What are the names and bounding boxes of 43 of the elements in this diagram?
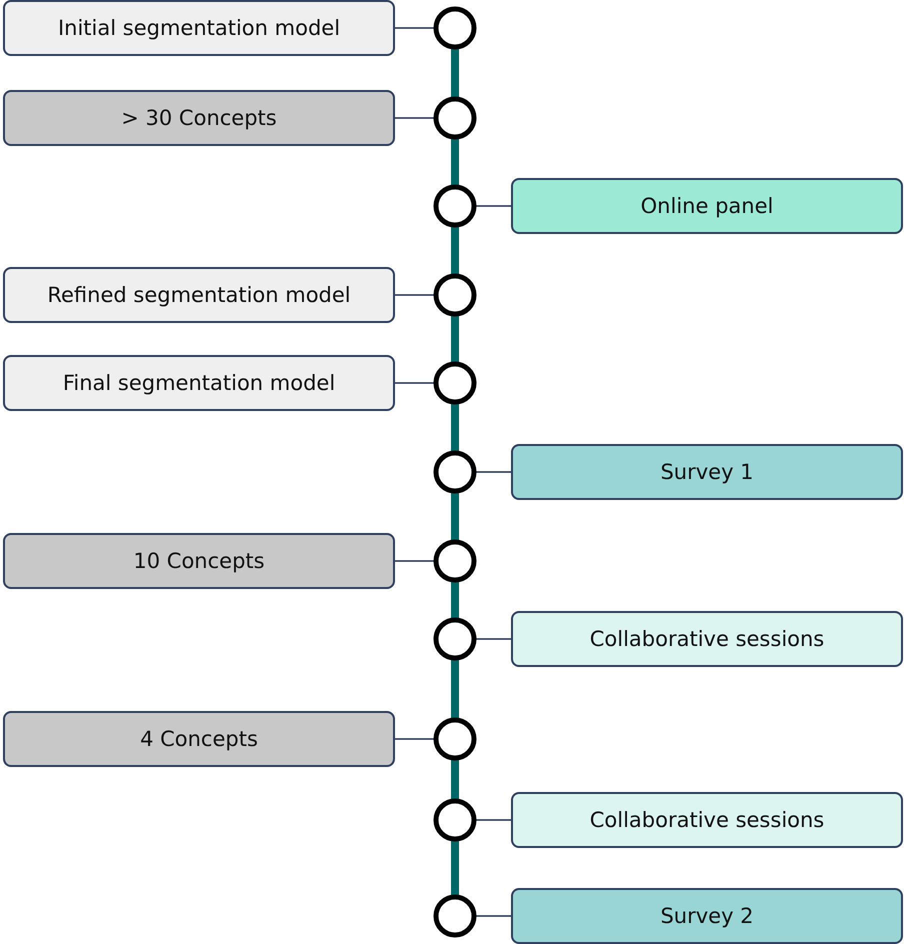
stage-box: Collaborative sessions: [511, 611, 903, 667]
timeline-circle: [433, 617, 477, 661]
stage-box: Survey 1: [511, 444, 903, 500]
timeline-circle: [433, 96, 477, 140]
timeline-circle: [433, 450, 477, 494]
stage-box: Online panel: [511, 178, 903, 234]
timeline-line: [451, 581, 459, 619]
timeline-line: [451, 492, 459, 541]
stage-box: Final segmentation model: [3, 355, 395, 411]
timeline-circle: [433, 361, 477, 405]
stage-box: Refined segmentation model: [3, 267, 395, 323]
timeline-line: [451, 659, 459, 719]
timeline-line: [451, 138, 459, 186]
timeline-line: [451, 315, 459, 363]
connector-line: [475, 471, 511, 473]
timeline-line: [451, 759, 459, 800]
connector-line: [395, 560, 435, 562]
connector-line: [395, 294, 435, 296]
stage-box: > 30 Concepts: [3, 90, 395, 146]
connector-line: [395, 382, 435, 384]
timeline-circle: [433, 184, 477, 228]
connector-line: [475, 819, 511, 821]
timeline-line: [451, 403, 459, 452]
connector-line: [395, 27, 435, 29]
connector-line: [395, 738, 435, 740]
timeline-circle: [433, 6, 477, 50]
connector-line: [475, 915, 511, 917]
stage-box: Collaborative sessions: [511, 792, 903, 848]
timeline-line: [451, 48, 459, 98]
timeline-circle: [433, 717, 477, 761]
stage-box: Initial segmentation model: [3, 0, 395, 56]
stage-box: 10 Concepts: [3, 533, 395, 589]
stage-box: 4 Concepts: [3, 711, 395, 767]
timeline-circle: [433, 273, 477, 317]
connector-line: [395, 117, 435, 119]
timeline-circle: [433, 798, 477, 842]
timeline-circle: [433, 539, 477, 583]
connector-line: [475, 638, 511, 640]
connector-line: [475, 205, 511, 207]
stage-box: Survey 2: [511, 888, 903, 944]
timeline-line: [451, 840, 459, 896]
timeline-line: [451, 226, 459, 275]
timeline-circle: [433, 894, 477, 938]
